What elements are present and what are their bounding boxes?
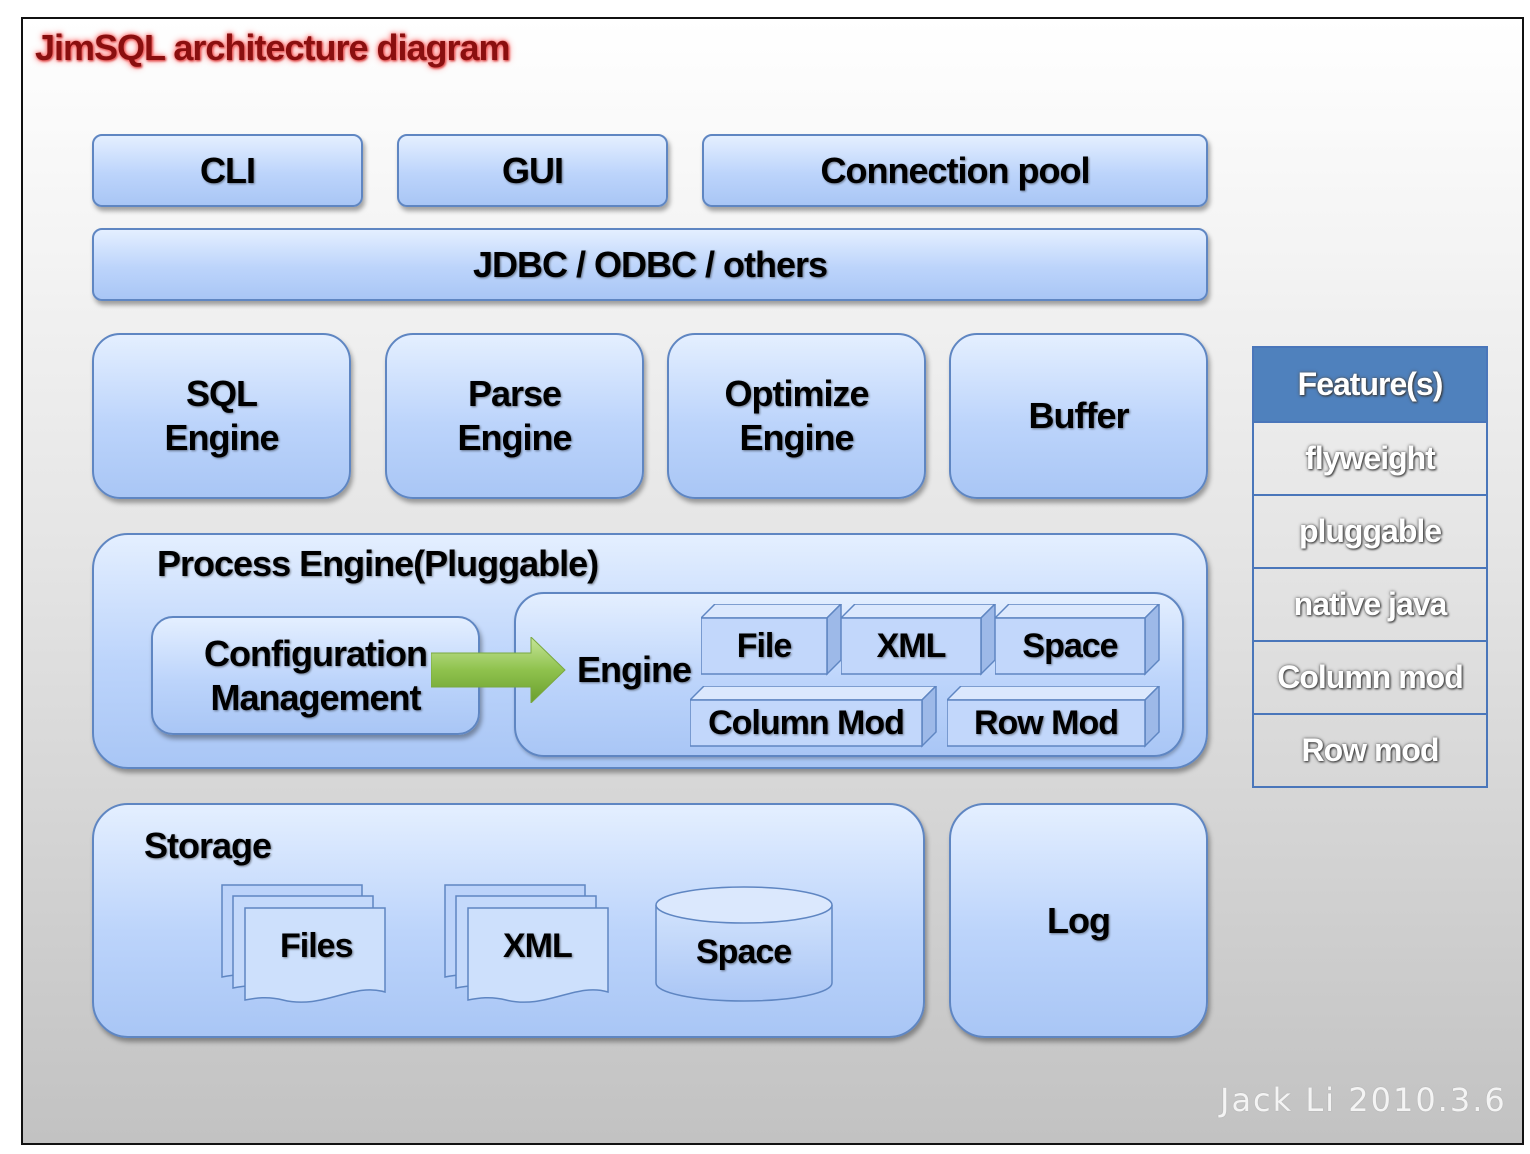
feature-item: native java [1254, 567, 1486, 640]
column-mod-label: Column Mod [708, 703, 905, 742]
cube-shape [690, 686, 938, 748]
parse-engine-line1: Parse [467, 373, 562, 414]
cube-shape [701, 604, 843, 676]
config-line2: Management [210, 676, 421, 718]
feature-item: Row mod [1254, 713, 1486, 786]
connection-pool-box: Connection pool [702, 134, 1208, 207]
driver-layer-box: JDBC / ODBC / others [92, 228, 1208, 301]
file-module: File [701, 604, 843, 676]
optimize-engine-line1: Optimize [724, 373, 869, 414]
config-line1: Configuration [204, 632, 428, 674]
sql-engine-line2: Engine [164, 417, 279, 458]
xml-module-label: XML [876, 626, 947, 665]
cube-shape [995, 604, 1161, 676]
files-document-stack: Files [220, 883, 390, 1005]
files-label: Files [280, 927, 353, 965]
space-cylinder: Space [654, 883, 834, 1005]
diagram-slide: JimSQL architecture diagram CLI GUI Conn… [21, 17, 1524, 1145]
multi-document-icon [444, 884, 609, 1003]
gui-box: GUI [397, 134, 668, 207]
log-box: Log [949, 803, 1208, 1038]
buffer-label: Buffer [1028, 395, 1130, 436]
cube-shape [841, 604, 997, 676]
process-engine-title: Process Engine(Pluggable) [157, 543, 599, 584]
space-module: Space [995, 604, 1161, 676]
row-mod-module: Row Mod [947, 686, 1161, 748]
column-mod-module: Column Mod [690, 686, 938, 748]
buffer-box: Buffer [949, 333, 1208, 499]
gui-label: GUI [501, 149, 564, 191]
author-credit: Jack Li 2010.3.6 [1220, 1081, 1507, 1119]
optimize-engine-line2: Engine [739, 417, 854, 458]
storage-title: Storage [144, 825, 272, 866]
engine-label: Engine [577, 649, 692, 690]
cli-label: CLI [200, 149, 256, 191]
cube-shape [947, 686, 1161, 748]
driver-layer-label: JDBC / ODBC / others [472, 243, 828, 285]
xml-module: XML [841, 604, 997, 676]
cli-box: CLI [92, 134, 363, 207]
row-mod-label: Row Mod [973, 703, 1119, 742]
database-cylinder-icon [655, 886, 833, 1002]
feature-item: pluggable [1254, 494, 1486, 567]
multi-document-icon [221, 884, 386, 1003]
sql-engine-line1: SQL [185, 373, 258, 414]
feature-item: Column mod [1254, 640, 1486, 713]
features-table: Feature(s) flyweight pluggable native ja… [1252, 346, 1488, 788]
connection-pool-label: Connection pool [820, 149, 1091, 191]
xml-document-stack: XML [443, 883, 613, 1005]
parse-engine-line2: Engine [457, 417, 572, 458]
file-module-label: File [736, 626, 793, 665]
space-storage-label: Space [696, 933, 792, 971]
feature-item: flyweight [1254, 421, 1486, 494]
xml-storage-label: XML [503, 927, 573, 965]
diagram-title: JimSQL architecture diagram [35, 27, 511, 68]
log-label: Log [1047, 899, 1111, 941]
features-header: Feature(s) [1254, 348, 1486, 421]
space-module-label: Space [1022, 626, 1118, 665]
arrow-right-icon [431, 637, 566, 703]
